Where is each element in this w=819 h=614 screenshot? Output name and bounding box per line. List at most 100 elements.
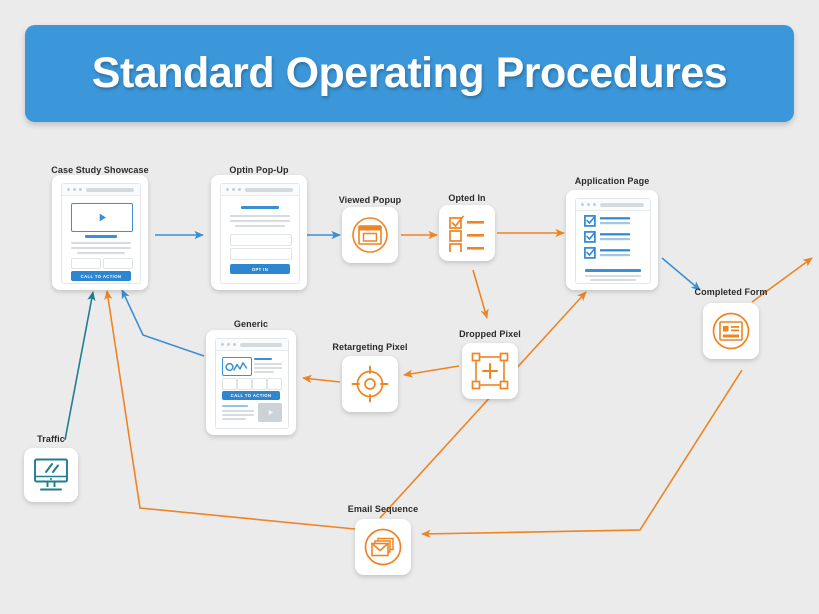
window-dot-icon bbox=[227, 343, 230, 346]
node-label-opted-in: Opted In bbox=[448, 193, 486, 203]
body-line bbox=[222, 410, 254, 412]
node-label-email-sequence: Email Sequence bbox=[347, 504, 419, 514]
window-dot-icon bbox=[232, 188, 235, 191]
browser-mock: CALL TO ACTION bbox=[61, 183, 141, 284]
completed-form-tile[interactable] bbox=[703, 303, 759, 359]
body-line bbox=[222, 414, 254, 416]
page-title: Standard Operating Procedures bbox=[91, 49, 728, 97]
video-player-icon[interactable] bbox=[71, 203, 133, 232]
edge-opted-in-to-dropped-pixel bbox=[472, 269, 489, 319]
form-field-box[interactable] bbox=[230, 234, 292, 246]
headline-line bbox=[241, 206, 279, 209]
body-line bbox=[585, 275, 641, 277]
crosshair-target-icon bbox=[351, 365, 389, 403]
popup-window-circle-icon bbox=[352, 217, 388, 253]
application-checklist-icon bbox=[584, 215, 630, 259]
node-traffic[interactable]: Traffic bbox=[24, 434, 78, 502]
window-dot-icon bbox=[581, 203, 584, 206]
node-label-application-page: Application Page bbox=[574, 176, 650, 186]
node-opted-in[interactable]: Opted In bbox=[439, 193, 495, 261]
edge-generic-to-case-study bbox=[121, 289, 205, 357]
call-to-action-label: CALL TO ACTION bbox=[80, 273, 122, 279]
envelope-stack-circle-icon bbox=[364, 528, 402, 566]
headline-line bbox=[85, 235, 117, 238]
node-label-completed-form: Completed Form bbox=[694, 287, 768, 297]
node-application-page[interactable]: Application Page bbox=[566, 176, 658, 290]
dropped-pixel-tile[interactable] bbox=[462, 343, 518, 399]
viewed-popup-tile[interactable] bbox=[342, 207, 398, 263]
window-dot-icon bbox=[221, 343, 224, 346]
application-page-card[interactable] bbox=[566, 190, 658, 290]
opted-in-tile[interactable] bbox=[439, 205, 495, 261]
node-generic[interactable]: Generic bbox=[206, 319, 296, 435]
generic-card[interactable]: CALL TO ACTION bbox=[206, 330, 296, 435]
edge-dropped-pixel-to-retargeting-pixel bbox=[403, 365, 460, 378]
optin-popup-card[interactable]: OPT IN bbox=[211, 175, 307, 290]
form-field-box[interactable] bbox=[230, 248, 292, 260]
submit-line bbox=[585, 269, 641, 272]
node-label-optin-popup: Optin Pop-Up bbox=[229, 165, 289, 175]
form-circle-icon bbox=[712, 312, 750, 350]
node-completed-form[interactable]: Completed Form bbox=[695, 287, 767, 359]
edge-retargeting-pixel-to-generic bbox=[302, 374, 341, 384]
case-study-showcase-card[interactable]: CALL TO ACTION bbox=[52, 175, 148, 290]
window-dot-icon bbox=[73, 188, 76, 191]
window-dot-icon bbox=[226, 188, 229, 191]
edge-completed-form-to-offscreen-right bbox=[751, 257, 813, 303]
opt-in-label: OPT IN bbox=[251, 266, 269, 272]
body-line bbox=[235, 225, 285, 227]
body-line bbox=[590, 279, 636, 281]
body-line bbox=[222, 418, 246, 420]
node-optin-popup[interactable]: Optin Pop-Up OPT IN bbox=[211, 165, 307, 290]
node-label-retargeting-pixel: Retargeting Pixel bbox=[332, 342, 408, 352]
body-line bbox=[77, 252, 125, 254]
form-field-box[interactable] bbox=[103, 258, 133, 269]
call-to-action-button[interactable]: CALL TO ACTION bbox=[71, 271, 131, 281]
node-label-generic: Generic bbox=[233, 319, 269, 329]
node-email-sequence[interactable]: Email Sequence bbox=[348, 504, 418, 575]
browser-urlbar bbox=[240, 342, 282, 347]
body-line bbox=[230, 220, 290, 222]
browser-mock: CALL TO ACTION bbox=[215, 338, 289, 429]
video-thumbnail[interactable] bbox=[258, 403, 282, 422]
checklist-icon bbox=[449, 215, 484, 252]
desktop-monitor-icon bbox=[34, 458, 68, 491]
body-line bbox=[254, 363, 282, 365]
window-dot-icon bbox=[79, 188, 82, 191]
body-line bbox=[222, 405, 248, 408]
feature-box bbox=[237, 378, 252, 390]
window-dot-icon bbox=[593, 203, 596, 206]
node-dropped-pixel[interactable]: Dropped Pixel bbox=[459, 329, 521, 399]
pixel-square-plus-icon bbox=[471, 352, 509, 390]
chart-widget-icon bbox=[222, 357, 252, 376]
edge-email-to-case-study bbox=[104, 290, 356, 530]
body-line bbox=[71, 242, 131, 244]
node-label-viewed-popup: Viewed Popup bbox=[338, 195, 402, 205]
edge-traffic-to-case-study bbox=[64, 291, 96, 441]
browser-mock bbox=[575, 198, 651, 284]
edge-application-page-to-completed-form bbox=[661, 257, 701, 291]
window-dot-icon bbox=[233, 343, 236, 346]
retargeting-pixel-tile[interactable] bbox=[342, 356, 398, 412]
node-label-traffic: Traffic bbox=[37, 434, 65, 444]
window-dot-icon bbox=[587, 203, 590, 206]
node-label-dropped-pixel: Dropped Pixel bbox=[459, 329, 521, 339]
edge-completed-form-to-email-sequence bbox=[421, 369, 743, 539]
body-line bbox=[71, 247, 131, 249]
node-case-study-showcase[interactable]: Case Study Showcase CALL TO ACTION bbox=[51, 165, 149, 290]
call-to-action-button[interactable]: CALL TO ACTION bbox=[222, 391, 280, 400]
traffic-tile[interactable] bbox=[24, 448, 78, 502]
page-header-banner: Standard Operating Procedures bbox=[25, 25, 794, 122]
opt-in-button[interactable]: OPT IN bbox=[230, 264, 290, 274]
node-label-case-study-showcase: Case Study Showcase bbox=[51, 165, 149, 175]
node-retargeting-pixel[interactable]: Retargeting Pixel bbox=[332, 342, 408, 412]
node-viewed-popup[interactable]: Viewed Popup bbox=[339, 195, 401, 263]
email-sequence-tile[interactable] bbox=[355, 519, 411, 575]
call-to-action-label: CALL TO ACTION bbox=[230, 393, 272, 398]
body-line bbox=[254, 367, 282, 369]
body-line bbox=[254, 371, 274, 373]
browser-urlbar bbox=[86, 187, 134, 192]
window-dot-icon bbox=[238, 188, 241, 191]
form-field-box[interactable] bbox=[71, 258, 101, 269]
